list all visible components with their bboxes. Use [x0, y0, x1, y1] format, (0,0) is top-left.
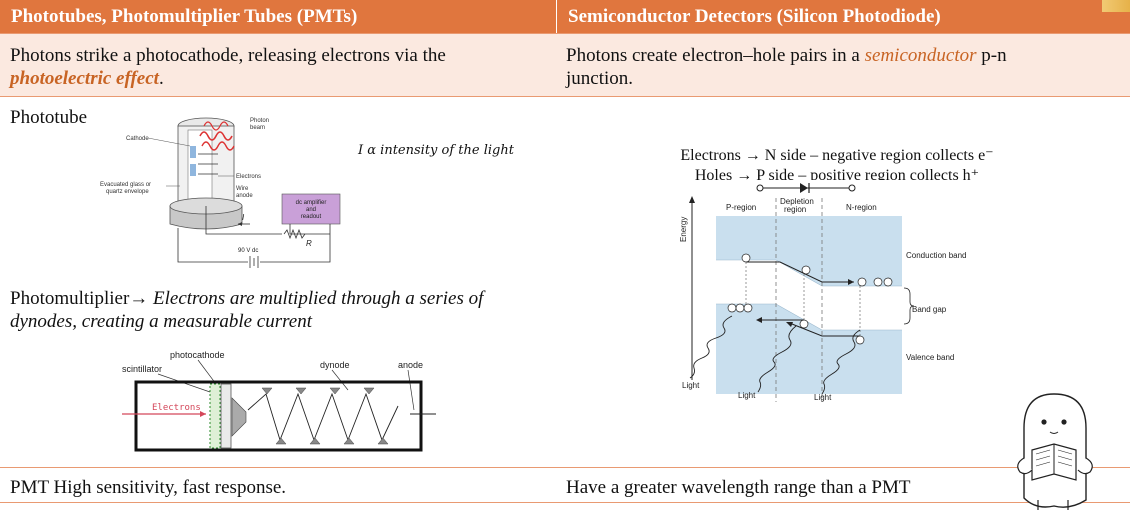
label-envelope-1: Evacuated glass or	[100, 182, 151, 188]
label-beam: beam	[250, 125, 265, 131]
label-electrons-pmt: Electrons	[152, 403, 201, 413]
row1-right-text: Photons create electron–hole pairs in a …	[566, 44, 1106, 90]
row-divider	[0, 467, 1130, 468]
label-dynode: dynode	[320, 360, 350, 370]
label-depletion-1: Depletion	[780, 197, 814, 206]
label-energy: Energy	[679, 217, 688, 242]
label-resistor: R	[306, 239, 312, 248]
label-light-2: Light	[738, 391, 756, 400]
label-wire: Wire	[236, 186, 249, 192]
arrow-icon: →	[129, 288, 149, 309]
row1-bg	[0, 34, 1130, 96]
label-depletion-2: region	[784, 205, 806, 214]
label-cathode: Cathode	[126, 136, 149, 142]
header-right-text: Semiconductor Detectors (Silicon Photodi…	[568, 6, 941, 27]
row-divider	[0, 502, 1130, 503]
label-valence: Valence band	[906, 353, 954, 362]
row1-left-text: Photons strike a photocathode, releasing…	[10, 44, 550, 90]
label-band-gap: Band gap	[912, 305, 947, 314]
label-envelope-2: quartz envelope	[106, 189, 149, 195]
label-p-region: P-region	[726, 203, 756, 212]
label-amp-3: readout	[301, 214, 322, 220]
header-right: Semiconductor Detectors (Silicon Photodi…	[557, 0, 1130, 33]
label-anode: anode	[398, 360, 423, 370]
label-anode: anode	[236, 193, 253, 199]
diode-explanation: Electrons → N side – negative region col…	[612, 146, 1062, 186]
proportional-note: I α intensity of the light	[358, 143, 514, 158]
row3-right-text: Have a greater wavelength range than a P…	[566, 477, 911, 498]
pmt-diagram: photocathode scintillator dynode anode E…	[122, 350, 436, 452]
row3-left-text: PMT High sensitivity, fast response.	[10, 477, 287, 498]
column-divider	[556, 0, 557, 33]
row-divider	[0, 96, 1130, 97]
row1-left-pre: Photons strike a photocathode, releasing…	[10, 45, 446, 66]
pmt-description: Photomultiplier→ Electrons are multiplie…	[10, 287, 555, 333]
header-left: Phototubes, Photomultiplier Tubes (PMTs)	[0, 0, 556, 33]
band-diagram: Energy P-region Depletion region N-regio…	[672, 180, 978, 402]
label-photon: Photon	[250, 118, 269, 124]
header-left-text: Phototubes, Photomultiplier Tubes (PMTs)	[11, 6, 358, 27]
label-photocathode: photocathode	[170, 350, 225, 360]
pmt-title: Photomultiplier	[10, 288, 130, 309]
row1-right-pre: Photons create electron–hole pairs in a	[566, 45, 860, 66]
label-light-1: Light	[682, 381, 700, 390]
pmt-desc-1: Electrons are multiplied through a serie…	[148, 288, 484, 309]
label-n-region: N-region	[846, 203, 877, 212]
label-voltage: 90 V dc	[238, 248, 258, 254]
row1-right-line2: junction.	[566, 68, 634, 89]
diode-line-2: Holes → P side – positive region collect…	[694, 167, 980, 184]
pmt-desc-2: dynodes, creating a measurable current	[10, 311, 313, 332]
phototube-diagram: Photon beam Cathode Electrons Evacuated …	[100, 117, 341, 268]
row-divider	[0, 33, 1130, 34]
label-conduction: Conduction band	[906, 251, 967, 260]
label-amp-2: and	[306, 207, 316, 213]
label-electrons: Electrons	[236, 174, 261, 180]
semiconductor-term: semiconductor	[864, 45, 977, 66]
phototube-title: Phototube	[10, 107, 88, 128]
row1-right-post: p-n	[981, 45, 1007, 66]
reading-mascot-illustration	[1017, 393, 1093, 510]
diode-line-1: Electrons → N side – negative region col…	[680, 147, 994, 164]
row1-left-post: .	[158, 68, 164, 89]
photoelectric-effect-term: photoelectric effect	[10, 68, 159, 89]
corner-decoration	[1102, 0, 1130, 12]
label-light-3: Light	[814, 393, 832, 402]
label-scintillator: scintillator	[122, 364, 162, 374]
label-amp-1: dc amplifier	[296, 200, 327, 206]
label-current: I	[242, 213, 245, 222]
